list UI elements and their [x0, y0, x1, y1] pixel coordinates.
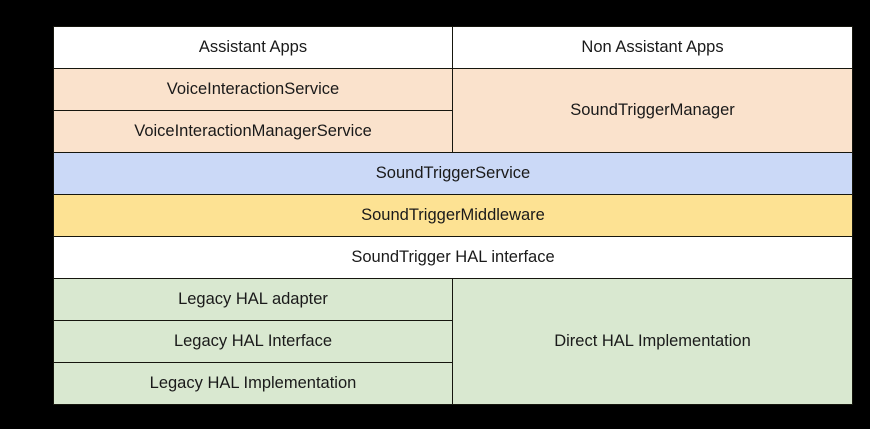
sound-trigger-middleware-row: SoundTriggerMiddleware [53, 194, 853, 237]
cell-voice-interaction-manager-service: VoiceInteractionManagerService [53, 110, 453, 153]
voice-interaction-manager-service-row: VoiceInteractionManagerService [53, 110, 853, 153]
cell-sound-trigger-middleware: SoundTriggerMiddleware [53, 194, 853, 237]
cell-sound-trigger-service: SoundTriggerService [53, 152, 853, 195]
cell-non-assistant-apps: Non Assistant Apps [452, 26, 853, 69]
cell-legacy-hal-adapter: Legacy HAL adapter [53, 278, 453, 321]
header-row: Assistant Apps Non Assistant Apps [53, 26, 853, 69]
cell-legacy-hal-interface: Legacy HAL Interface [53, 320, 453, 363]
cell-voice-interaction-service: VoiceInteractionService [53, 68, 453, 111]
stack-table: Assistant Apps Non Assistant Apps VoiceI… [53, 26, 853, 405]
sound-trigger-service-row: SoundTriggerService [53, 152, 853, 195]
legacy-hal-adapter-row: Legacy HAL adapter Direct HAL Implementa… [53, 278, 853, 405]
cell-sound-trigger-hal-interface: SoundTrigger HAL interface [53, 236, 853, 279]
legacy-hal-implementation-row: Legacy HAL Implementation [53, 362, 853, 405]
voice-interaction-service-row: VoiceInteractionService SoundTriggerMana… [53, 68, 853, 153]
cell-legacy-hal-implementation: Legacy HAL Implementation [53, 362, 453, 405]
soundtrigger-stack-diagram: Assistant Apps Non Assistant Apps VoiceI… [53, 26, 853, 405]
cell-assistant-apps: Assistant Apps [53, 26, 453, 69]
cell-sound-trigger-manager: SoundTriggerManager [452, 68, 853, 153]
sound-trigger-hal-interface-row: SoundTrigger HAL interface [53, 236, 853, 279]
cell-direct-hal-implementation: Direct HAL Implementation [452, 278, 853, 405]
legacy-hal-interface-row: Legacy HAL Interface [53, 320, 853, 363]
